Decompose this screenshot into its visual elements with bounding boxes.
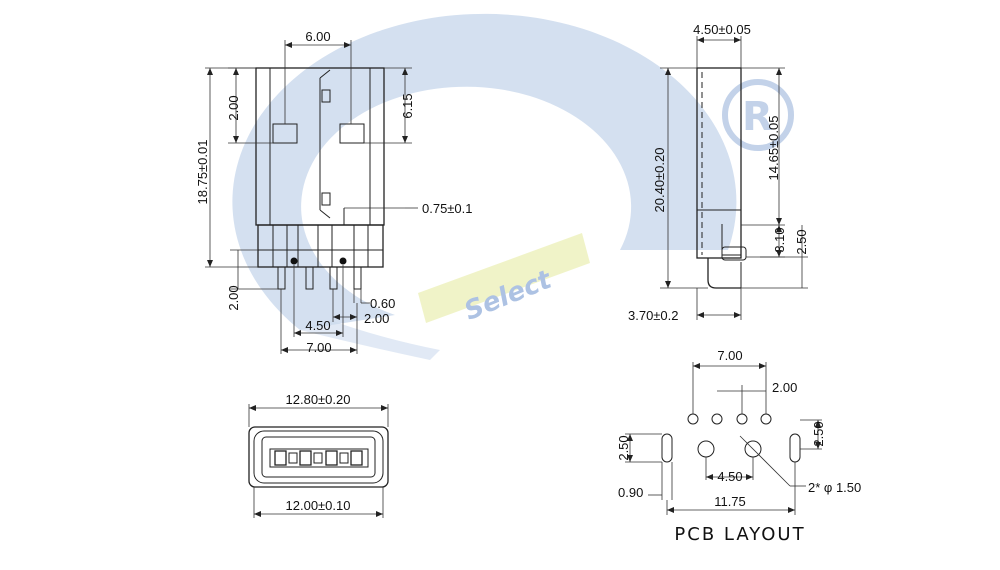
pcb-layout-title: PCB LAYOUT bbox=[674, 524, 805, 545]
side-view-outline bbox=[696, 67, 747, 289]
end-view-outline bbox=[248, 426, 389, 488]
registered-mark-circle bbox=[722, 79, 794, 151]
dim-total-height: 18.75±0.01 bbox=[195, 140, 210, 205]
dim-pcb-slot-width: 0.90 bbox=[618, 485, 643, 500]
watermark-ring bbox=[232, 13, 737, 331]
dim-blade-thickness: 0.75±0.1 bbox=[422, 201, 473, 216]
dim-top-width: 6.00 bbox=[305, 29, 330, 44]
dim-pcb-inner-pitch: 4.50 bbox=[717, 469, 742, 484]
front-view-outline bbox=[255, 67, 385, 290]
dim-side-thickness: 4.50±0.05 bbox=[693, 22, 751, 37]
dim-pin-width: 0.60 bbox=[370, 296, 395, 311]
front-view: 6.00 2.00 6.15 18.75±0.01 0.75±0.1 2.00 … bbox=[195, 29, 473, 355]
dim-pcb-outer-pitch: 7.00 bbox=[717, 348, 742, 363]
watermark-bar bbox=[418, 233, 590, 323]
end-view: 12.80±0.20 12.00±0.10 bbox=[248, 392, 389, 518]
dim-pad-offset: 2.00 bbox=[226, 95, 241, 120]
dim-side-lead-length: 3.70±0.2 bbox=[628, 308, 679, 323]
dim-end-inner-width: 12.00±0.10 bbox=[286, 498, 351, 513]
dim-pin-length: 2.00 bbox=[226, 285, 241, 310]
dim-pcb-pin-pitch: 2.00 bbox=[772, 380, 797, 395]
pcb-holes bbox=[661, 413, 801, 463]
dim-side-total-height: 20.40±0.20 bbox=[652, 148, 667, 213]
dim-pin-pitch: 2.00 bbox=[364, 311, 389, 326]
dim-end-outer-width: 12.80±0.20 bbox=[286, 392, 351, 407]
registered-mark-letter: R bbox=[742, 94, 773, 140]
dim-side-upper-height: 14.65±0.05 bbox=[766, 116, 781, 181]
dim-side-lead-height: 3.10 bbox=[772, 227, 787, 252]
dim-pcb-slot-height-left: 2.50 bbox=[616, 435, 631, 460]
dim-pcb-hole-note: 2* φ 1.50 bbox=[808, 480, 861, 495]
dim-pcb-slot-height-right: 2.50 bbox=[811, 421, 826, 446]
watermark-logo: Select R bbox=[232, 13, 794, 360]
dim-outer-pitch: 7.00 bbox=[306, 340, 331, 355]
dim-pcb-total-width: 11.75 bbox=[714, 494, 746, 509]
dim-side-lead-offset: 2.50 bbox=[794, 229, 809, 254]
pcb-layout: 7.00 2.00 2.50 2.50 4.50 0.90 11.75 bbox=[616, 348, 861, 545]
dim-pad-depth: 6.15 bbox=[400, 93, 415, 118]
dim-inner-pitch: 4.50 bbox=[305, 318, 330, 333]
side-view: 4.50±0.05 20.40±0.20 14.65±0.05 3.10 2.5… bbox=[628, 22, 809, 323]
